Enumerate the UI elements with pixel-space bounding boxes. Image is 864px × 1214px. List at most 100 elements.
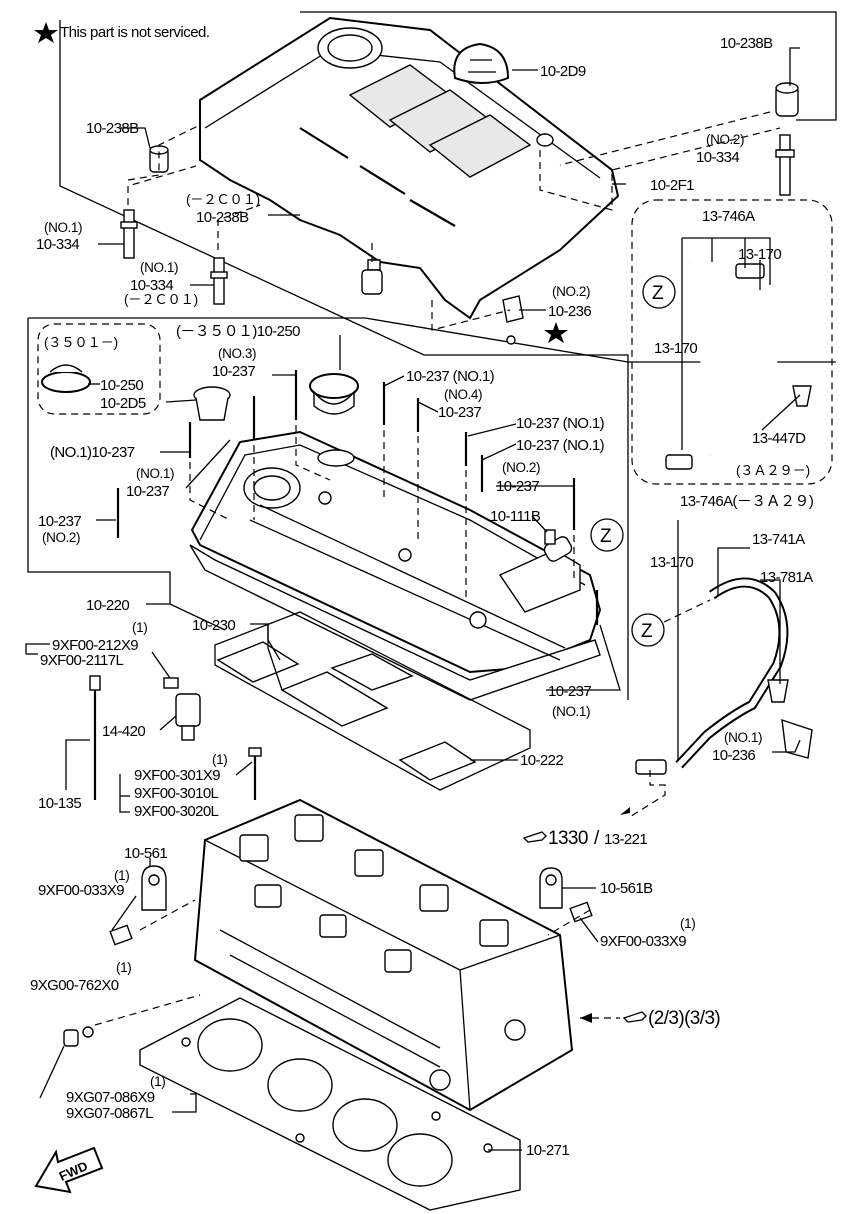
grommet-10-238B-left	[149, 145, 169, 173]
assembly-line	[127, 124, 201, 181]
label-no1: (NO.1)	[136, 466, 174, 481]
label-10-237: 10-237	[212, 363, 255, 380]
stud-10-334-right	[775, 134, 795, 196]
label-10-2D9: 10-2D9	[540, 63, 586, 80]
label-10-237: 10-237	[38, 513, 81, 530]
label-13-781A: 13-781A	[760, 569, 813, 586]
label-10-237: 10-237	[496, 478, 539, 495]
stud-10-334-left	[120, 209, 138, 259]
label-10-111B: 10-111B	[490, 508, 541, 525]
label-13-170: 13-170	[654, 340, 697, 357]
label-qty-1: (1)	[132, 620, 147, 635]
hanger-10-561B	[539, 867, 563, 909]
label-10-222: 10-222	[520, 752, 563, 769]
label-no1: (NO.1)	[44, 220, 82, 235]
bolt-9XF00-033X9	[109, 901, 593, 946]
seal-10-2D5	[193, 386, 231, 421]
arrow-icon	[580, 1013, 592, 1023]
callout-z-label: Z	[600, 526, 612, 547]
label-10-237: 10-237	[548, 683, 591, 700]
part-labels: 10-238B 10-2D9 10-238B (NO.2) 10-334 10-…	[30, 35, 815, 1159]
assembly-line	[559, 111, 771, 166]
label-9XF00-033X9: 9XF00-033X9	[38, 882, 124, 899]
bolt-10-237	[116, 370, 599, 625]
label-10-561B: 10-561B	[600, 880, 653, 897]
hand-pointer-icon	[622, 1011, 647, 1023]
gasket-10-230	[216, 641, 477, 781]
oil-filler-cap-10-250	[309, 373, 359, 467]
star-note: This part is not serviced.	[60, 24, 210, 41]
label-9XF00-301X9: 9XF00-301X9	[134, 767, 220, 784]
label-10-236: 10-236	[712, 747, 755, 764]
frame-top-right	[59, 20, 836, 363]
hanger-10-561	[141, 865, 167, 911]
clip-10-236-top	[502, 295, 524, 345]
label-qty-1: (1)	[212, 752, 227, 767]
label-no1: (NO.1)	[724, 730, 762, 745]
grommet-10-238B-mid	[361, 269, 383, 295]
hose-13-741A	[635, 577, 813, 775]
hose-13-746A	[665, 252, 812, 470]
label-no2: (NO.2)	[552, 284, 590, 299]
label-10-334: 10-334	[130, 277, 173, 294]
assembly-line	[127, 165, 197, 205]
label-10-334: 10-334	[36, 236, 79, 253]
label-no1: (NO.1)	[552, 704, 590, 719]
label-9XF00-3010L: 9XF00-3010L	[134, 785, 219, 802]
insulator-10-2D9	[453, 42, 510, 84]
label-13-746A-3A29: 13-746A(－３Ａ２９)	[680, 493, 814, 510]
label-13-170: 13-170	[738, 246, 781, 263]
stud-10-334-mid	[210, 257, 228, 305]
label-10-230: 10-230	[192, 617, 235, 634]
frame-lower-box	[27, 318, 171, 604]
label-qty-1: (1)	[116, 960, 131, 975]
oil-cap-10-250-box	[41, 364, 91, 393]
hose-group-box	[631, 199, 833, 485]
label-no1-10-237: (NO.1)10-237	[50, 444, 135, 461]
label-no3: (NO.3)	[218, 346, 256, 361]
head-gasket-10-271	[139, 997, 521, 1211]
label-10-237-no1: 10-237 (NO.1)	[516, 415, 605, 432]
assembly-line	[547, 909, 591, 936]
label-3501: (３５０１－)	[44, 335, 118, 350]
ref-2-3-3-3: (2/3)(3/3)	[648, 1008, 720, 1029]
label-10-135: 10-135	[38, 795, 81, 812]
callout-z	[590, 518, 624, 552]
label-9XG07-0867L: 9XG07-0867L	[66, 1105, 153, 1122]
label-13-746A: 13-746A	[702, 208, 755, 225]
label-qty-1: (1)	[114, 868, 129, 883]
label-9XF00-212X9: 9XF00-212X9	[52, 637, 138, 654]
label-no2: (NO.2)	[706, 132, 744, 147]
stud-10-135	[89, 675, 101, 800]
oil-cap-box	[37, 323, 161, 415]
ref-separator: /	[594, 828, 600, 849]
ref-1330: 1330	[548, 828, 588, 849]
label-10-2D5: 10-2D5	[100, 395, 146, 412]
bolt-9XF00-212X9	[163, 677, 179, 689]
assembly-line	[189, 462, 231, 521]
label-10-237: 10-237	[126, 483, 169, 500]
arrow-icon	[620, 807, 630, 815]
label-9XG00-762X0: 9XG00-762X0	[30, 977, 119, 994]
ref-13-221: 13-221	[604, 831, 647, 848]
cylinder-head	[193, 798, 574, 1112]
assembly-line	[431, 300, 511, 331]
assembly-line	[663, 599, 711, 623]
callout-z-label: Z	[652, 283, 664, 304]
callout-z	[642, 275, 676, 309]
fwd-arrow-icon: FWD	[34, 1146, 104, 1194]
callout-z	[631, 613, 665, 647]
label-10-2F1: 10-2F1	[650, 177, 694, 194]
label-10-561: 10-561	[124, 845, 167, 862]
label-13-447D: 13-447D	[752, 430, 806, 447]
label-no4: (NO.4)	[444, 387, 482, 402]
grommet-10-238B-right	[775, 82, 799, 117]
leader-lines	[25, 47, 801, 1151]
bolt-9XF00-301X9	[248, 747, 262, 800]
engine-cover	[199, 16, 620, 320]
assembly-line	[139, 899, 196, 931]
label-10-237-no1: 10-237 (NO.1)	[516, 437, 605, 454]
label-2C01: (－２Ｃ０１)	[186, 192, 260, 207]
label-10-238B: 10-238B	[196, 209, 249, 226]
